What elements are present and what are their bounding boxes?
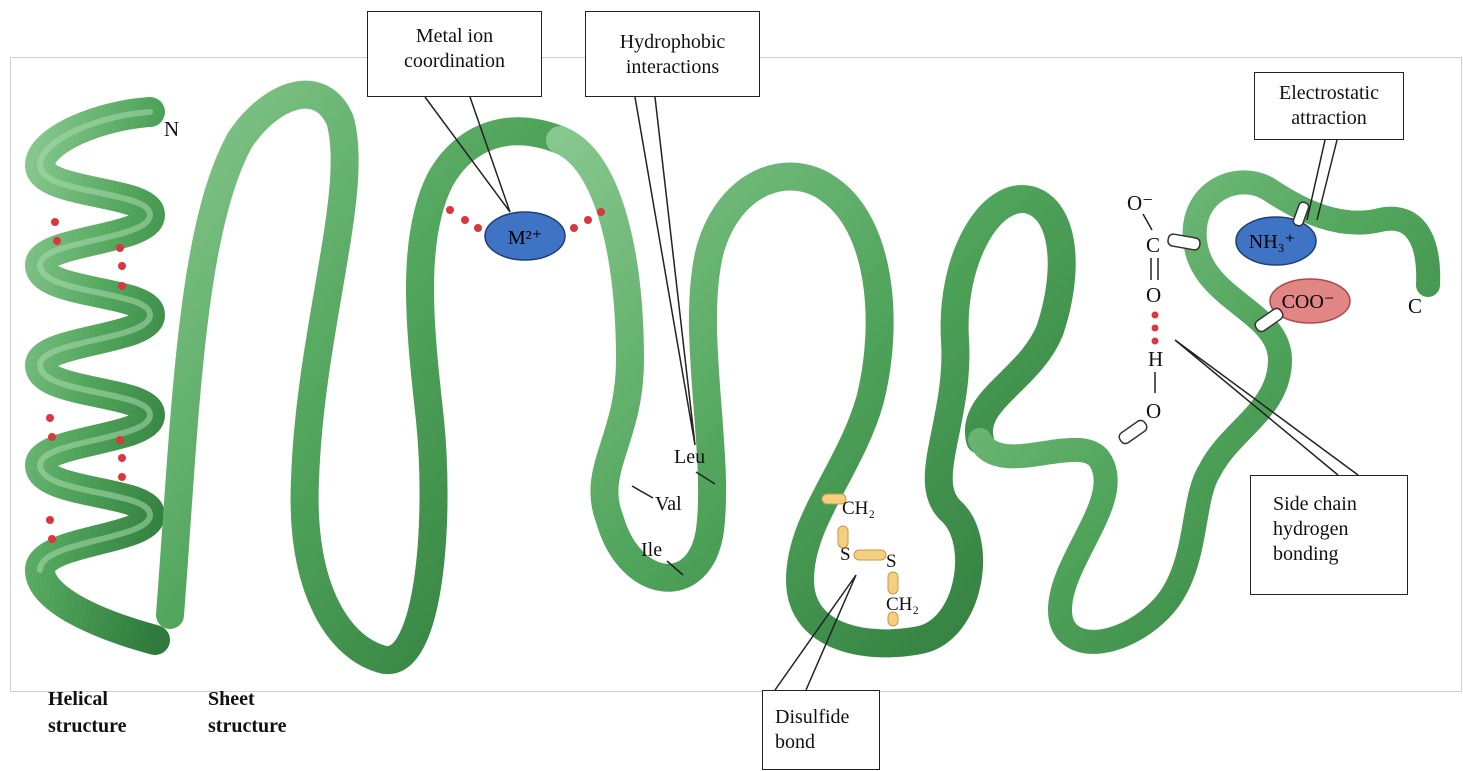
n-terminus-label: N [164,117,179,141]
ammonium-ion: NH₃⁺ [1236,201,1316,265]
metal-ion-label: M²⁺ [508,227,542,249]
metal-ion: M²⁺ [485,212,565,260]
disulfide-s-right: S [886,551,897,572]
disulfide-bond: CH₂ S S CH₂ [822,494,919,626]
residue-leu-label: Leu [674,446,705,468]
callout-hydrophobic-interactions: Hydrophobic interactions [585,11,760,97]
callout-side-chain-hydrogen-bonding: Side chain hydrogen bonding [1250,475,1408,595]
carboxylate-label: COO⁻ [1282,291,1335,313]
disulfide-ch2-bottom: CH₂ [886,594,919,615]
hbond-o-minus: O⁻ [1127,191,1153,215]
callout-metal-ion-coordination: Metal ion coordination [367,11,542,97]
helix-ribbon [40,112,155,640]
c-terminus-label: C [1408,294,1422,318]
sheet-ribbon [170,95,560,660]
residue-val-label: Val [655,493,682,515]
hbond-o-hydroxyl: O [1146,399,1161,423]
disulfide-ch2-top: CH₂ [842,498,875,519]
disulfide-s-left: S [840,544,851,565]
residue-ile-label: Ile [641,539,662,561]
ammonium-label: NH₃⁺ [1249,231,1295,253]
loop-ribbon-middle [560,140,1062,643]
helical-structure-label: Helical structure [48,686,127,740]
sheet-structure-label: Sheet structure [208,686,287,740]
carboxylate-ion: COO⁻ [1253,279,1350,334]
hbond-o-double: O [1146,283,1161,307]
callout-electrostatic-attraction: Electrostatic attraction [1254,72,1404,140]
hbond-c: C [1146,233,1160,257]
hbond-h: H [1148,347,1163,371]
callout-disulfide-bond: Disulfide bond [762,690,880,770]
